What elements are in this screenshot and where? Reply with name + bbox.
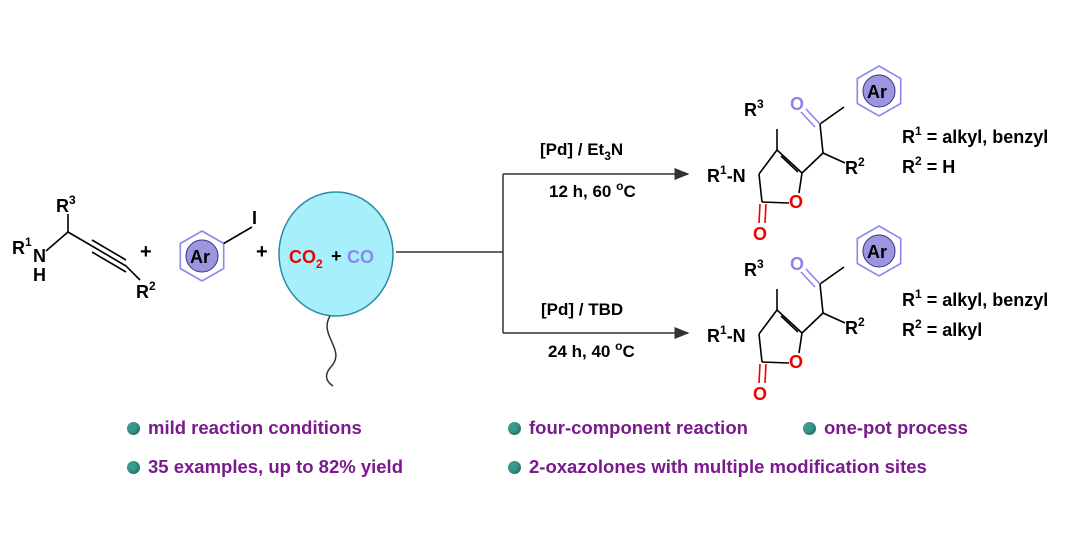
balloon-plus: +	[331, 246, 342, 266]
top-product-structure	[758, 65, 902, 224]
co-label: CO	[347, 247, 374, 267]
feature-one-pot: one-pot process	[803, 417, 968, 439]
bullet-dot-icon	[127, 460, 140, 474]
alkyne-bond-1	[91, 245, 127, 267]
bond-c-alkyne	[67, 231, 93, 247]
bottom-condition-time: 24 h, 40 oC	[548, 339, 635, 361]
bottom-condition-reagent: [Pd] / TBD	[541, 300, 623, 319]
iodine-label: I	[252, 208, 257, 228]
feature-mild-conditions: mild reaction conditions	[127, 417, 362, 439]
bottom-product-ar: Ar	[867, 242, 887, 262]
bottom-r2-definition: R2 = alkyl	[902, 317, 982, 340]
amine-r3-label: R3	[56, 193, 76, 216]
bottom-product-r2: R2	[845, 315, 865, 338]
bottom-product-r3: R3	[744, 257, 764, 280]
amine-n-label: N	[33, 246, 46, 266]
amine-r1-label: R1	[12, 235, 32, 258]
plus-sign-1: +	[140, 241, 152, 263]
top-condition-reagent: [Pd] / Et3N	[540, 140, 623, 163]
bottom-product-ketone-o: O	[790, 254, 804, 274]
alkyne-bond-2	[91, 251, 127, 273]
top-product-ar: Ar	[867, 82, 887, 102]
bullet-dot-icon	[508, 421, 521, 435]
propargylamine-structure	[45, 214, 141, 281]
feature-four-component: four-component reaction	[508, 417, 748, 439]
bottom-product-r1n: R1-N	[707, 323, 746, 346]
bullet-dot-icon	[127, 421, 140, 435]
top-r2-definition: R2 = H	[902, 154, 955, 177]
top-product-r1n: R1-N	[707, 163, 746, 186]
top-product-r2: R2	[845, 155, 865, 178]
aryl-iodide-structure	[179, 226, 253, 282]
gas-balloon	[278, 191, 394, 317]
co2-label: CO2	[289, 247, 323, 271]
bullet-dot-icon	[803, 421, 816, 435]
top-product-r3: R3	[744, 97, 764, 120]
plus-sign-2: +	[256, 241, 268, 263]
bottom-product-structure	[758, 225, 902, 384]
aryl-ar-label: Ar	[190, 247, 210, 267]
top-product-carbonyl-o: O	[753, 224, 767, 244]
alkyne-bond-3	[91, 239, 127, 261]
alkyne-r2-label: R2	[136, 279, 156, 302]
top-r1-definition: R1 = alkyl, benzyl	[902, 124, 1048, 147]
reaction-arrows	[396, 168, 690, 339]
top-condition-time: 12 h, 60 oC	[549, 179, 636, 201]
bond-alkyne-r2	[125, 265, 141, 281]
feature-modification-sites: 2-oxazolones with multiple modification …	[508, 456, 927, 478]
balloon-string	[325, 315, 337, 387]
top-product-ketone-o: O	[790, 94, 804, 114]
bond-n-c	[45, 231, 69, 252]
bottom-product-carbonyl-o: O	[753, 384, 767, 404]
feature-examples-yield: 35 examples, up to 82% yield	[127, 456, 403, 478]
bottom-r1-definition: R1 = alkyl, benzyl	[902, 287, 1048, 310]
bullet-dot-icon	[508, 460, 521, 474]
bottom-product-ring-o: O	[789, 352, 803, 372]
top-product-ring-o: O	[789, 192, 803, 212]
amine-h-label: H	[33, 265, 46, 285]
